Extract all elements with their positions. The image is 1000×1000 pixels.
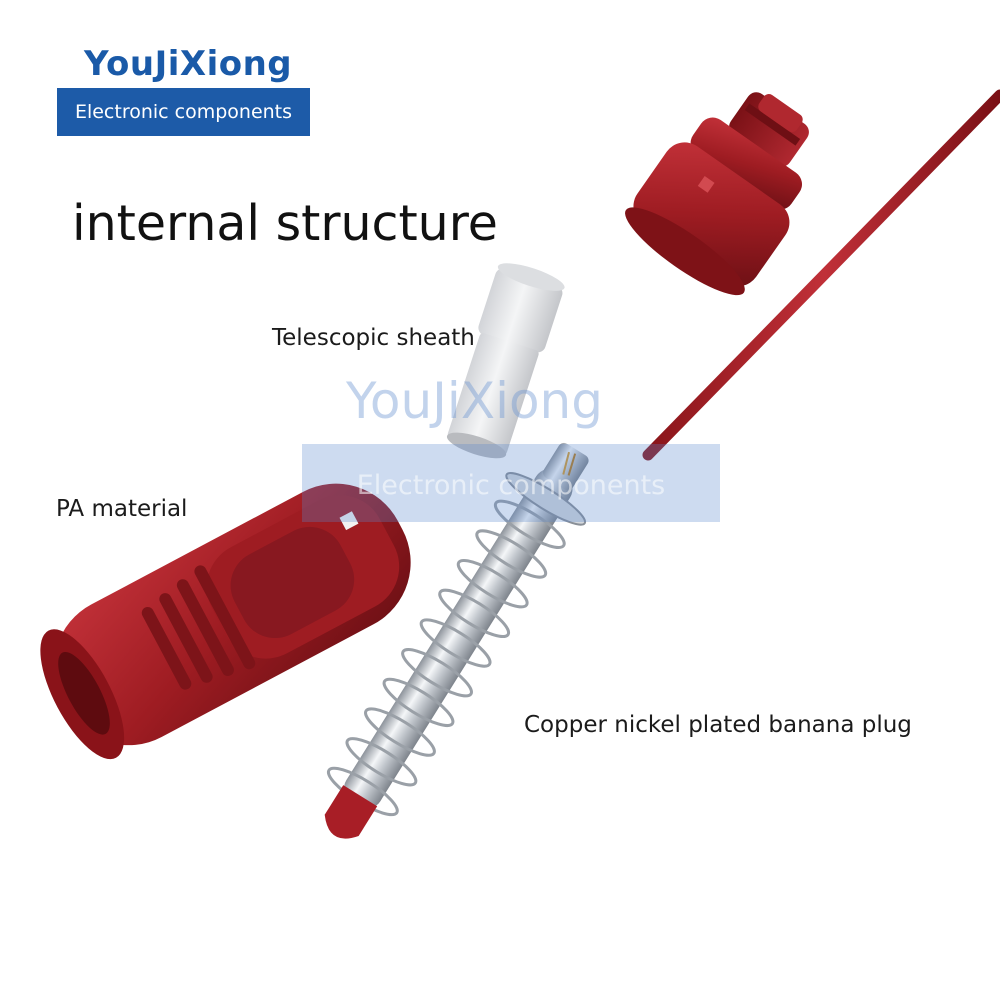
banana-plug [324, 442, 589, 839]
page-headline: internal structure [72, 195, 498, 252]
watermark-brand-name: YouJiXiong [346, 372, 603, 430]
brand-name: YouJiXiong [84, 44, 293, 84]
label-telescopic-sheath: Telescopic sheath [272, 325, 475, 351]
pa-housing [40, 483, 411, 760]
label-banana-plug: Copper nickel plated banana plug [524, 712, 912, 738]
telescopic-sheath [446, 263, 565, 459]
top-cap [625, 92, 809, 296]
watermark-brand-tag: Electronic components [302, 444, 720, 522]
red-cable [642, 89, 1000, 461]
label-pa-material: PA material [56, 496, 188, 522]
brand-tagline: Electronic components [57, 88, 310, 136]
